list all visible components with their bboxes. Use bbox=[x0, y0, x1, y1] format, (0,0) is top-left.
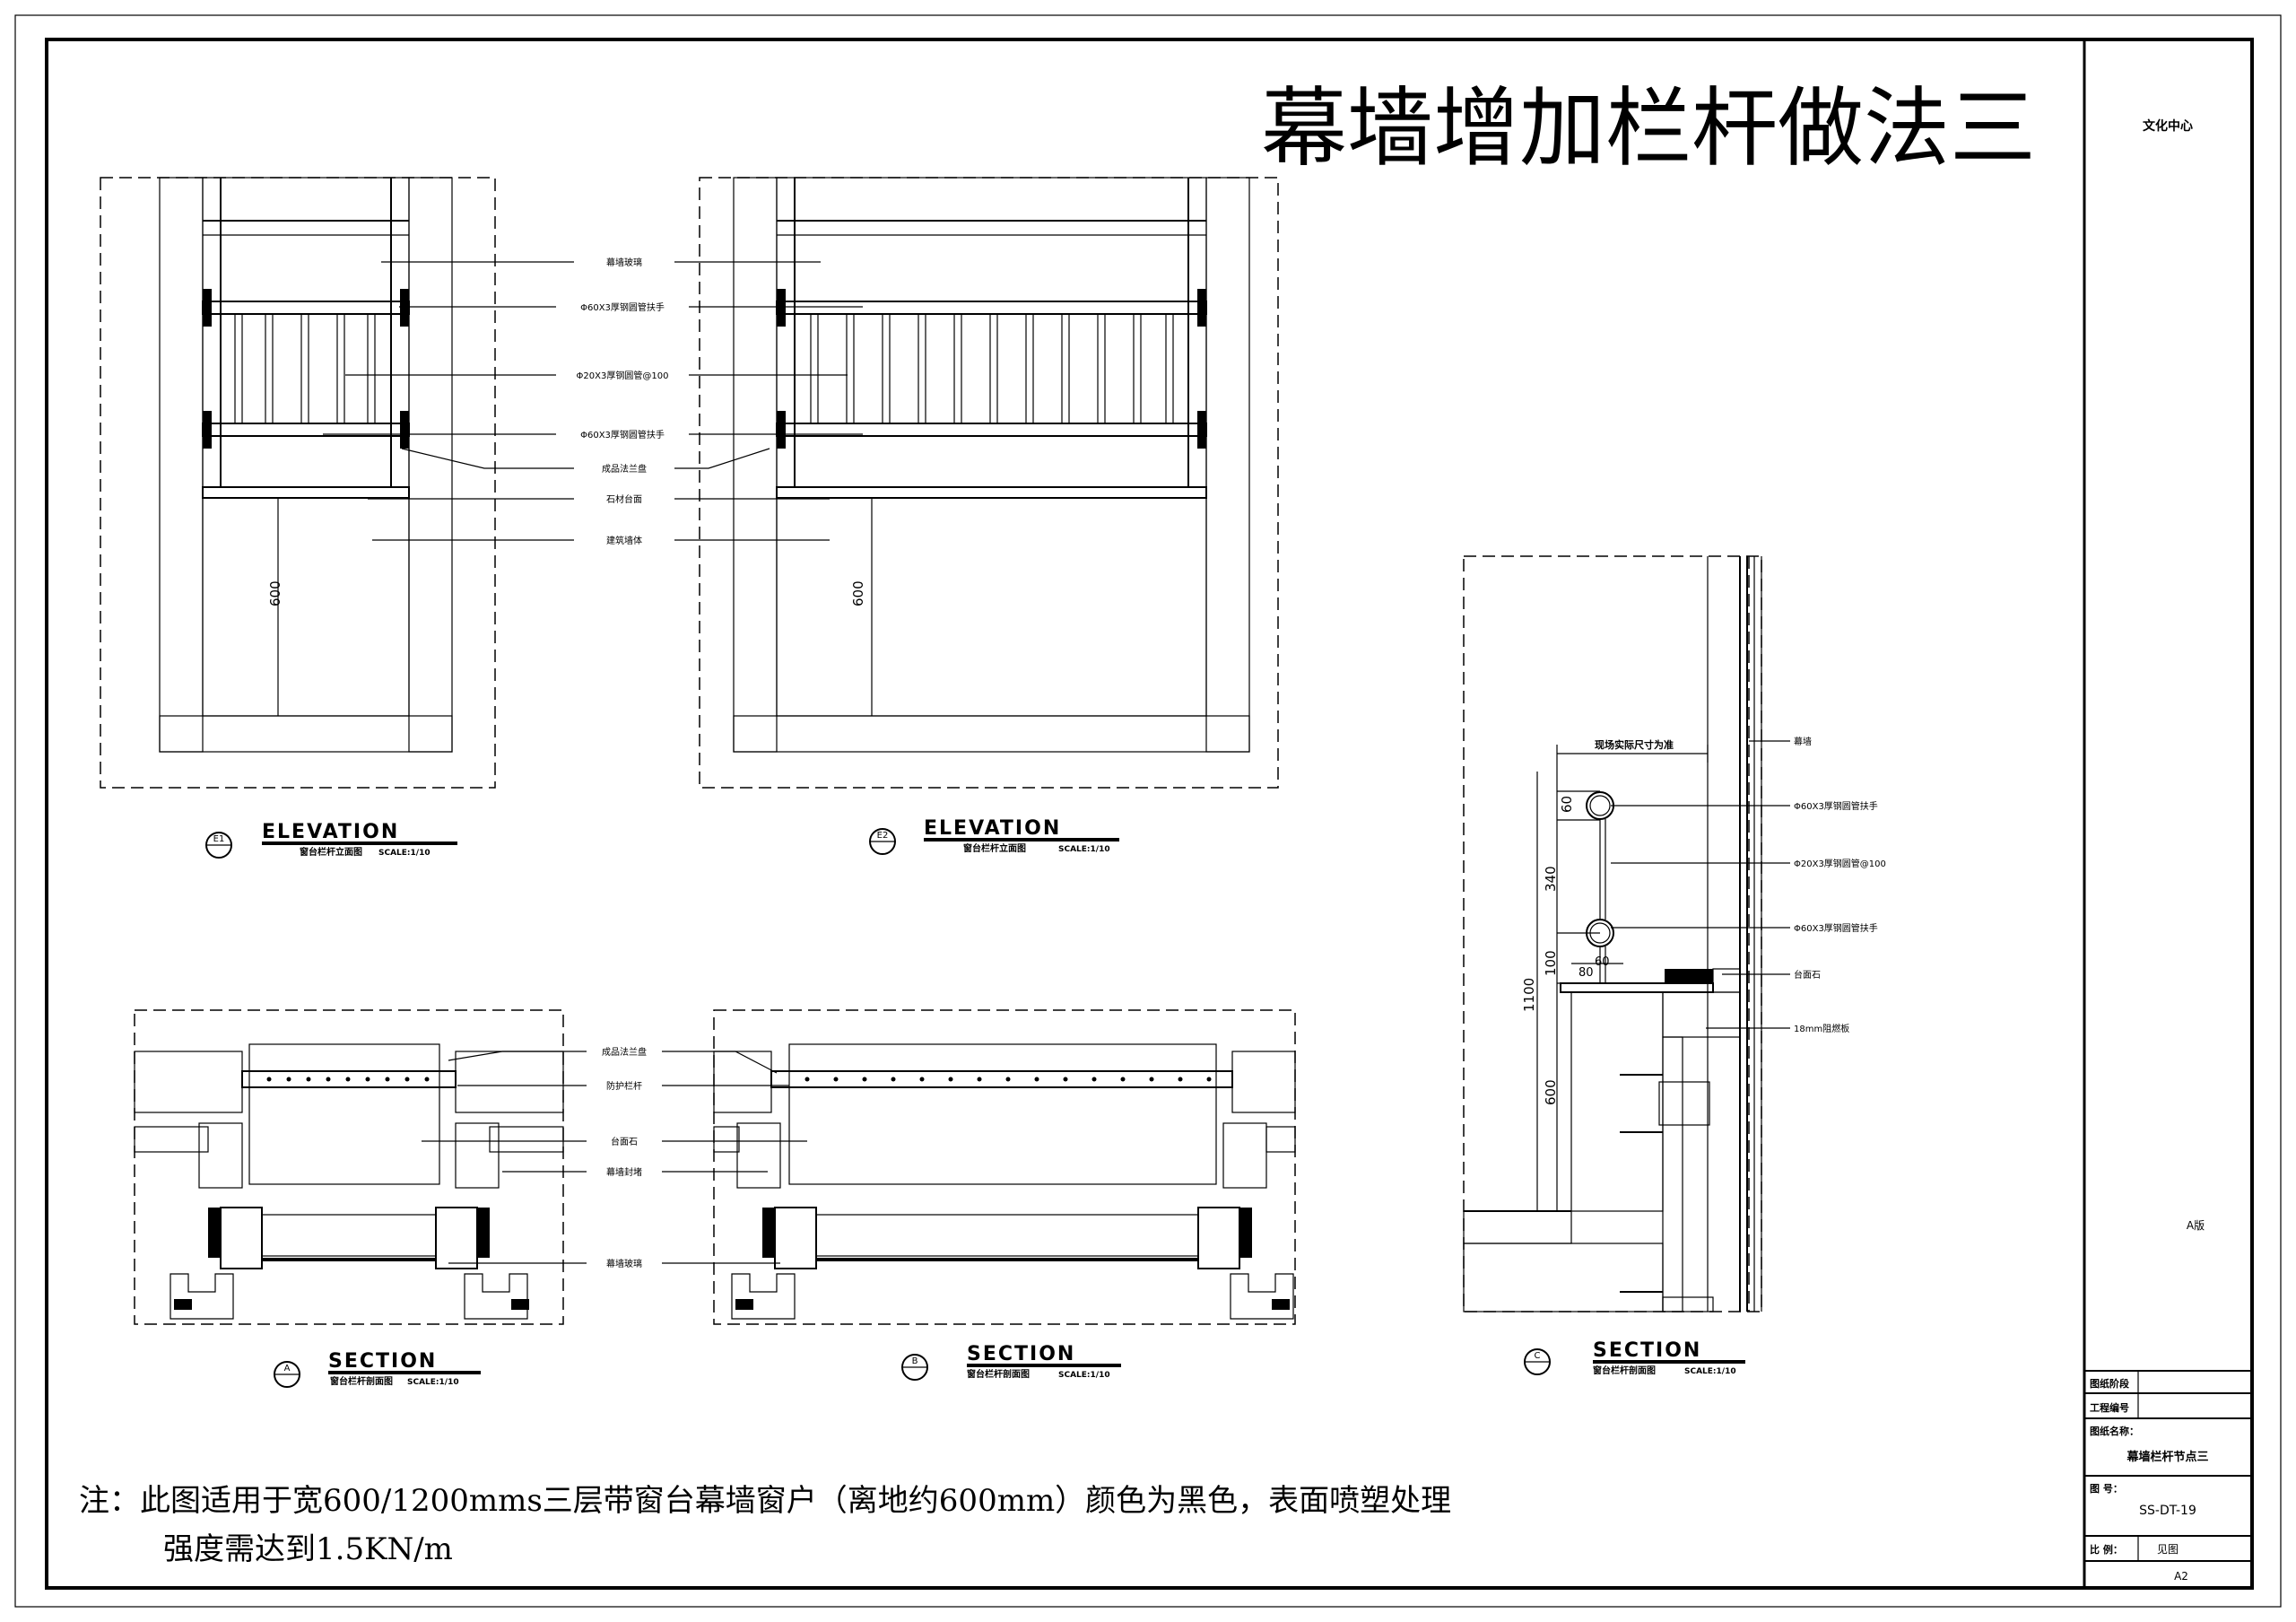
c-label-baluster: Φ20X3厚钢圆管@100 bbox=[1794, 858, 1886, 869]
outer-border bbox=[14, 14, 2282, 1608]
e1-view-id: E1 bbox=[213, 834, 225, 844]
b-view-scale: SCALE:1/10 bbox=[1058, 1371, 1110, 1380]
e1-view-scale: SCALE:1/10 bbox=[378, 849, 430, 858]
elev-label-glass: 幕墙玻璃 bbox=[606, 257, 642, 268]
elev-label-wall: 建筑墙体 bbox=[606, 535, 642, 546]
e2-view-type: ELEVATION bbox=[924, 817, 1061, 840]
c-dim-100: 100 bbox=[1543, 950, 1559, 976]
c-view-id: C bbox=[1535, 1351, 1541, 1361]
c-field-dim: 现场实际尺寸为准 bbox=[1595, 738, 1674, 751]
inner-border bbox=[45, 38, 2254, 1590]
c-view-scale: SCALE:1/10 bbox=[1684, 1367, 1736, 1376]
note-line-2: 强度需达到1.5KN/m bbox=[163, 1531, 453, 1567]
title-block-table: 图纸阶段 工程编号 图纸名称： 幕墙栏杆节点三 图 号： SS-DT-19 比 … bbox=[2084, 1370, 2252, 1583]
e2-view-name: 窗台栏杆立面图 bbox=[963, 842, 1026, 854]
c-label-stone: 台面石 bbox=[1794, 969, 1821, 981]
view-title-e2: E2 ELEVATION 窗台栏杆立面图 SCALE:1/10 bbox=[869, 817, 1119, 855]
section-a bbox=[134, 1009, 564, 1325]
version-label: A版 bbox=[2187, 1219, 2205, 1232]
stage-label: 图纸阶段 bbox=[2090, 1377, 2129, 1390]
c-label-handrail-bottom: Φ60X3厚钢圆管扶手 bbox=[1794, 922, 1878, 934]
e1-view-name: 窗台栏杆立面图 bbox=[300, 846, 362, 858]
e1-dim-600: 600 bbox=[267, 580, 283, 606]
note-line-1: 注：此图适用于宽600/1200mms三层带窗台幕墙窗户（离地约600mm）颜色… bbox=[79, 1483, 1451, 1519]
c-label-handrail-top: Φ60X3厚钢圆管扶手 bbox=[1794, 800, 1878, 812]
drawing-name: 幕墙栏杆节点三 bbox=[2126, 1450, 2208, 1464]
a-view-type: SECTION bbox=[328, 1350, 437, 1373]
b-view-id: B bbox=[912, 1356, 918, 1366]
view-title-c: C SECTION 窗台栏杆剖面图 SCALE:1/10 bbox=[1524, 1339, 1745, 1376]
sec-label-seal: 幕墙封堵 bbox=[606, 1166, 642, 1178]
e2-view-scale: SCALE:1/10 bbox=[1058, 845, 1110, 854]
view-title-b: B SECTION 窗台栏杆剖面图 SCALE:1/10 bbox=[901, 1343, 1121, 1381]
a-view-name: 窗台栏杆剖面图 bbox=[330, 1375, 393, 1387]
project-name: 文化中心 bbox=[2143, 118, 2193, 134]
b-view-type: SECTION bbox=[967, 1343, 1075, 1365]
c-view-type: SECTION bbox=[1593, 1339, 1701, 1362]
elev-label-handrail-top: Φ60X3厚钢圆管扶手 bbox=[580, 301, 665, 313]
scale-label: 比 例： bbox=[2090, 1543, 2123, 1556]
elev-label-baluster: Φ20X3厚钢圆管@100 bbox=[577, 370, 669, 381]
drawing-no: SS-DT-19 bbox=[2139, 1504, 2196, 1518]
elevation-e2 bbox=[699, 177, 1279, 789]
c-label-curtain-wall: 幕墙 bbox=[1794, 736, 1812, 747]
scale-value: 见图 bbox=[2157, 1543, 2179, 1556]
section-c bbox=[1463, 555, 1762, 1312]
elevation-e1 bbox=[100, 177, 496, 789]
sec-label-glass: 幕墙玻璃 bbox=[606, 1258, 642, 1269]
view-title-e1: E1 ELEVATION 窗台栏杆立面图 SCALE:1/10 bbox=[205, 821, 457, 859]
a-view-id: A bbox=[284, 1364, 291, 1373]
e1-view-type: ELEVATION bbox=[262, 821, 399, 843]
sheet-size: A2 bbox=[2174, 1570, 2188, 1583]
elev-label-handrail-bottom: Φ60X3厚钢圆管扶手 bbox=[580, 429, 665, 440]
b-view-name: 窗台栏杆剖面图 bbox=[967, 1368, 1030, 1380]
section-c-leaders bbox=[1611, 740, 1790, 1029]
section-ab-leaders bbox=[422, 1051, 807, 1264]
elev-label-flange: 成品法兰盘 bbox=[602, 463, 647, 475]
c-label-board: 18mm阻燃板 bbox=[1794, 1023, 1849, 1034]
c-dim-60-top: 60 bbox=[1559, 796, 1575, 813]
section-b bbox=[713, 1009, 1296, 1325]
e2-view-id: E2 bbox=[877, 831, 889, 841]
drawing-no-label: 图 号： bbox=[2090, 1483, 2123, 1495]
c-dim-340: 340 bbox=[1543, 866, 1559, 892]
sec-label-flange: 成品法兰盘 bbox=[602, 1046, 647, 1058]
c-dim-600: 600 bbox=[1543, 1079, 1559, 1105]
sec-label-railing: 防护栏杆 bbox=[606, 1080, 642, 1092]
c-dim-60-bottom: 60 bbox=[1595, 955, 1610, 969]
sheet-title: 幕墙增加栏杆做法三 bbox=[1261, 78, 2036, 179]
a-view-scale: SCALE:1/10 bbox=[407, 1378, 459, 1387]
project-no-label: 工程编号 bbox=[2090, 1401, 2129, 1414]
c-view-name: 窗台栏杆剖面图 bbox=[1593, 1365, 1656, 1376]
c-dim-80: 80 bbox=[1578, 966, 1594, 980]
view-title-a: A SECTION 窗台栏杆剖面图 SCALE:1/10 bbox=[274, 1350, 481, 1388]
sec-label-stone: 台面石 bbox=[611, 1136, 638, 1147]
elev-label-stone: 石材台面 bbox=[606, 493, 642, 505]
elevation-leaders bbox=[323, 261, 863, 541]
drawing-name-label: 图纸名称： bbox=[2090, 1425, 2139, 1437]
c-dim-1100: 1100 bbox=[1521, 978, 1537, 1012]
e2-dim-600: 600 bbox=[850, 580, 866, 606]
